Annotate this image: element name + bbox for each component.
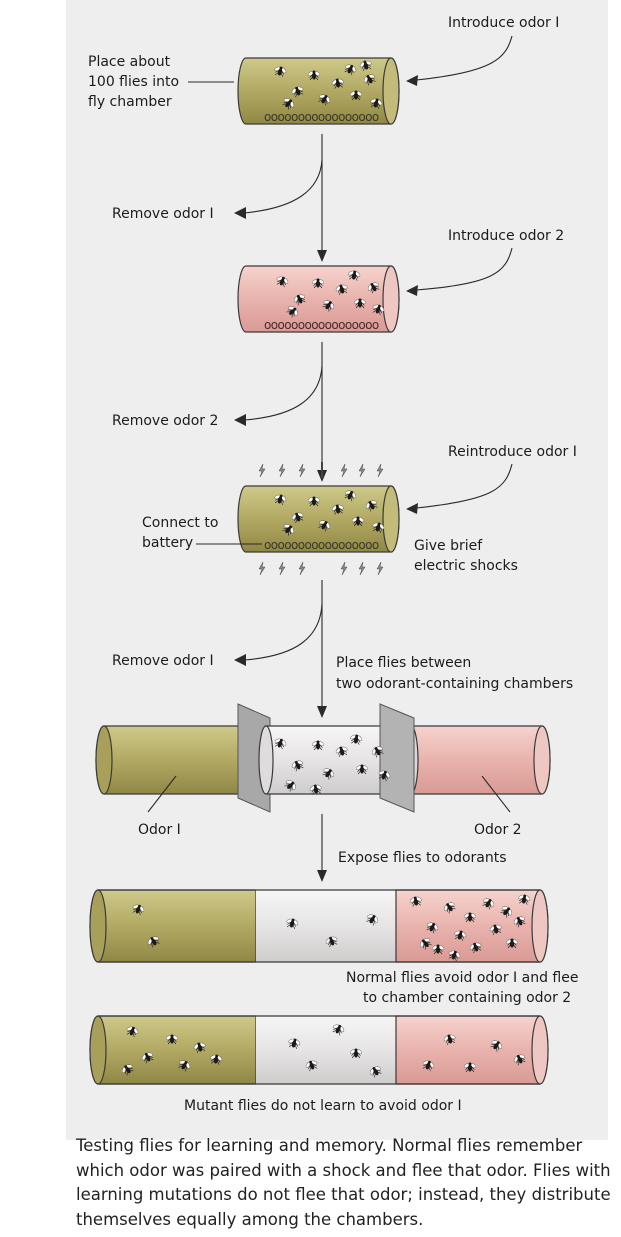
- label-introduce-odor-2: Introduce odor 2: [448, 228, 564, 244]
- coil-3: ooooooooooooooooo: [264, 538, 379, 552]
- label-normal-result-2: to chamber containing odor 2: [363, 990, 571, 1006]
- label-place-flies-1: Place about: [88, 54, 171, 70]
- fly-learning-diagram: ooooooooooooooooo Introduce odor I Place…: [88, 15, 578, 1114]
- figure-caption: Testing flies for learning and memory. N…: [76, 1136, 611, 1229]
- label-give-shocks-1: Give brief: [414, 538, 483, 554]
- figure-panel: ooooooooooooooooo Introduce odor I Place…: [66, 0, 608, 1140]
- label-place-between-1: Place flies between: [336, 655, 471, 671]
- chamber-odor-2: ooooooooooooooooo: [237, 265, 400, 333]
- label-odor-2: Odor 2: [474, 822, 522, 838]
- label-remove-odor-1-b: Remove odor I: [112, 653, 214, 669]
- chamber-odor-1: ooooooooooooooooo: [237, 57, 400, 125]
- chamber-shock: ooooooooooooooooo: [237, 462, 400, 576]
- label-mutant-result: Mutant flies do not learn to avoid odor …: [184, 1098, 462, 1114]
- normal-flies-tube: [89, 889, 549, 963]
- label-place-between-2: two odorant-containing chambers: [336, 676, 573, 692]
- label-reintroduce-odor-1: Reintroduce odor I: [448, 444, 577, 460]
- label-connect-battery-1: Connect to: [142, 515, 218, 531]
- label-remove-odor-2: Remove odor 2: [112, 413, 218, 429]
- label-give-shocks-2: electric shocks: [414, 558, 518, 574]
- mutant-flies-tube: [89, 1015, 549, 1085]
- lightning-bolts-bottom: [258, 561, 384, 576]
- label-connect-battery-2: battery: [142, 535, 193, 551]
- label-remove-odor-1-a: Remove odor I: [112, 206, 214, 222]
- coil-2: ooooooooooooooooo: [264, 318, 379, 332]
- label-introduce-odor-1: Introduce odor I: [448, 15, 559, 31]
- three-chamber-apparatus: [95, 703, 551, 813]
- label-place-flies-3: fly chamber: [88, 94, 172, 110]
- label-normal-result-1: Normal flies avoid odor I and flee: [346, 970, 578, 986]
- label-place-flies-2: 100 flies into: [88, 74, 179, 90]
- label-odor-1: Odor I: [138, 822, 181, 838]
- coil-1: ooooooooooooooooo: [264, 110, 379, 124]
- label-expose: Expose flies to odorants: [338, 850, 507, 866]
